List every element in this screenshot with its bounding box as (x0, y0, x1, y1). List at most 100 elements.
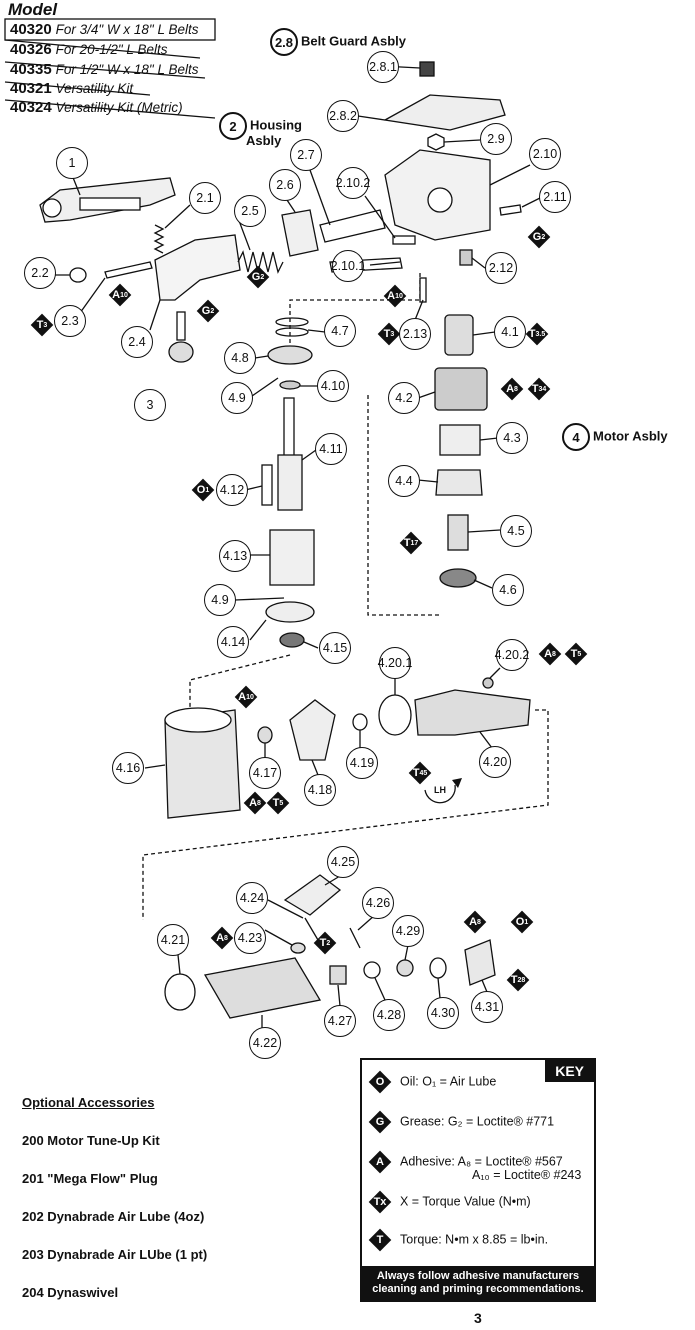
torque-icon: T (368, 1228, 392, 1252)
assembly-name: Motor Asbly (593, 428, 668, 444)
key-text: X = Torque Value (N•m) (400, 1194, 531, 1209)
accessory-item: 201 "Mega Flow" Plug (22, 1171, 158, 1186)
grease-icon: G (368, 1110, 392, 1134)
part-callout: 4.4 (388, 465, 420, 497)
key-text: Torque: N•m x 8.85 = lb•in. (400, 1232, 549, 1247)
part-callout: 4.20.2 (495, 639, 529, 671)
part-callout: 4.2 (388, 382, 420, 414)
left-hand-thread-label: LH (434, 785, 446, 795)
model-number: 40321 (10, 80, 52, 97)
accessory-item: 202 Dynabrade Air Lube (4oz) (22, 1209, 205, 1224)
key-text: A₁₀ = Loctite® #243 (472, 1168, 582, 1182)
part-callout: 2.1 (189, 182, 221, 214)
part-callout: 4.25 (327, 846, 359, 878)
model-row: 40320 For 3/4" W x 18" L Belts (10, 21, 199, 38)
part-callout: 2.8.2 (327, 100, 359, 132)
part-callout: 4.12 (216, 474, 248, 506)
part-callout: 4.21 (157, 924, 189, 956)
part-callout: 2.5 (234, 195, 266, 227)
part-callout: 4.20 (479, 746, 511, 778)
part-callout: 2.4 (121, 326, 153, 358)
part-callout: 2.10.2 (336, 167, 370, 199)
part-callout: 2.3 (54, 305, 86, 337)
part-callout: 4.8 (224, 342, 256, 374)
model-number: 40335 (10, 61, 52, 78)
key-row: G Grease: G₂ = Loctite® #771 (368, 1110, 554, 1134)
part-callout: 4.14 (217, 626, 249, 658)
part-callout: 2.6 (269, 169, 301, 201)
model-title: Model (8, 0, 58, 19)
accessory-item: 203 Dynabrade Air LUbe (1 pt) (22, 1247, 208, 1262)
torque-value-icon: Tx (368, 1190, 392, 1214)
part-callout: 4.18 (304, 774, 336, 806)
assembly-number: 4 (562, 423, 590, 451)
adhesive-icon: A (368, 1150, 392, 1174)
key-text: Grease: G₂ = Loctite® #771 (400, 1114, 555, 1129)
part-callout: 4.29 (392, 915, 424, 947)
model-description: For 3/4" W x 18" L Belts (55, 22, 199, 37)
key-row: T Torque: N•m x 8.85 = lb•in. (368, 1228, 548, 1252)
key-text: Oil: O₁ = Air Lube (400, 1074, 497, 1089)
assembly-name-line2: Asbly (246, 133, 282, 148)
part-callout: 4.9 (221, 382, 253, 414)
part-callout: 4.16 (112, 752, 144, 784)
part-callout: 2.13 (399, 318, 431, 350)
part-callout: 4.24 (236, 882, 268, 914)
part-callout: 4.11 (315, 433, 347, 465)
part-callout: 3 (134, 389, 166, 421)
part-callout: 2.12 (485, 252, 517, 284)
model-description: For 20-1/2" L Belts (55, 42, 168, 57)
part-callout: 4.10 (317, 370, 349, 402)
model-number: 40320 (10, 21, 52, 38)
model-row: 40321 Versatility Kit (10, 80, 133, 97)
assembly-number: 2.8 (270, 28, 298, 56)
accessory-item: 204 Dynaswivel (22, 1285, 119, 1300)
model-description: Versatility Kit (Metric) (55, 100, 183, 115)
page-number: 3 (474, 1310, 482, 1326)
part-callout: 4.5 (500, 515, 532, 547)
model-row: 40324 Versatility Kit (Metric) (10, 99, 183, 116)
part-callout: 4.1 (494, 316, 526, 348)
part-callout: 4.26 (362, 887, 394, 919)
part-callout: 4.22 (249, 1027, 281, 1059)
part-callout: 2.11 (539, 181, 571, 213)
part-callout: 2.2 (24, 257, 56, 289)
model-description: For 1/2" W x 18" L Belts (55, 62, 199, 77)
part-callout: 4.23 (234, 922, 266, 954)
model-row: 40326 For 20-1/2" L Belts (10, 41, 167, 58)
assembly-name: Housing (250, 117, 302, 133)
key-footer-line: Always follow adhesive manufacturers (376, 1270, 580, 1282)
part-callout: 4.27 (324, 1005, 356, 1037)
part-callout: 2.8.1 (367, 51, 399, 83)
part-callout: 4.7 (324, 315, 356, 347)
part-callout: 2.10.1 (331, 250, 365, 282)
part-callout: 4.19 (346, 747, 378, 779)
key-title: KEY (545, 1060, 594, 1082)
model-number: 40326 (10, 41, 52, 58)
